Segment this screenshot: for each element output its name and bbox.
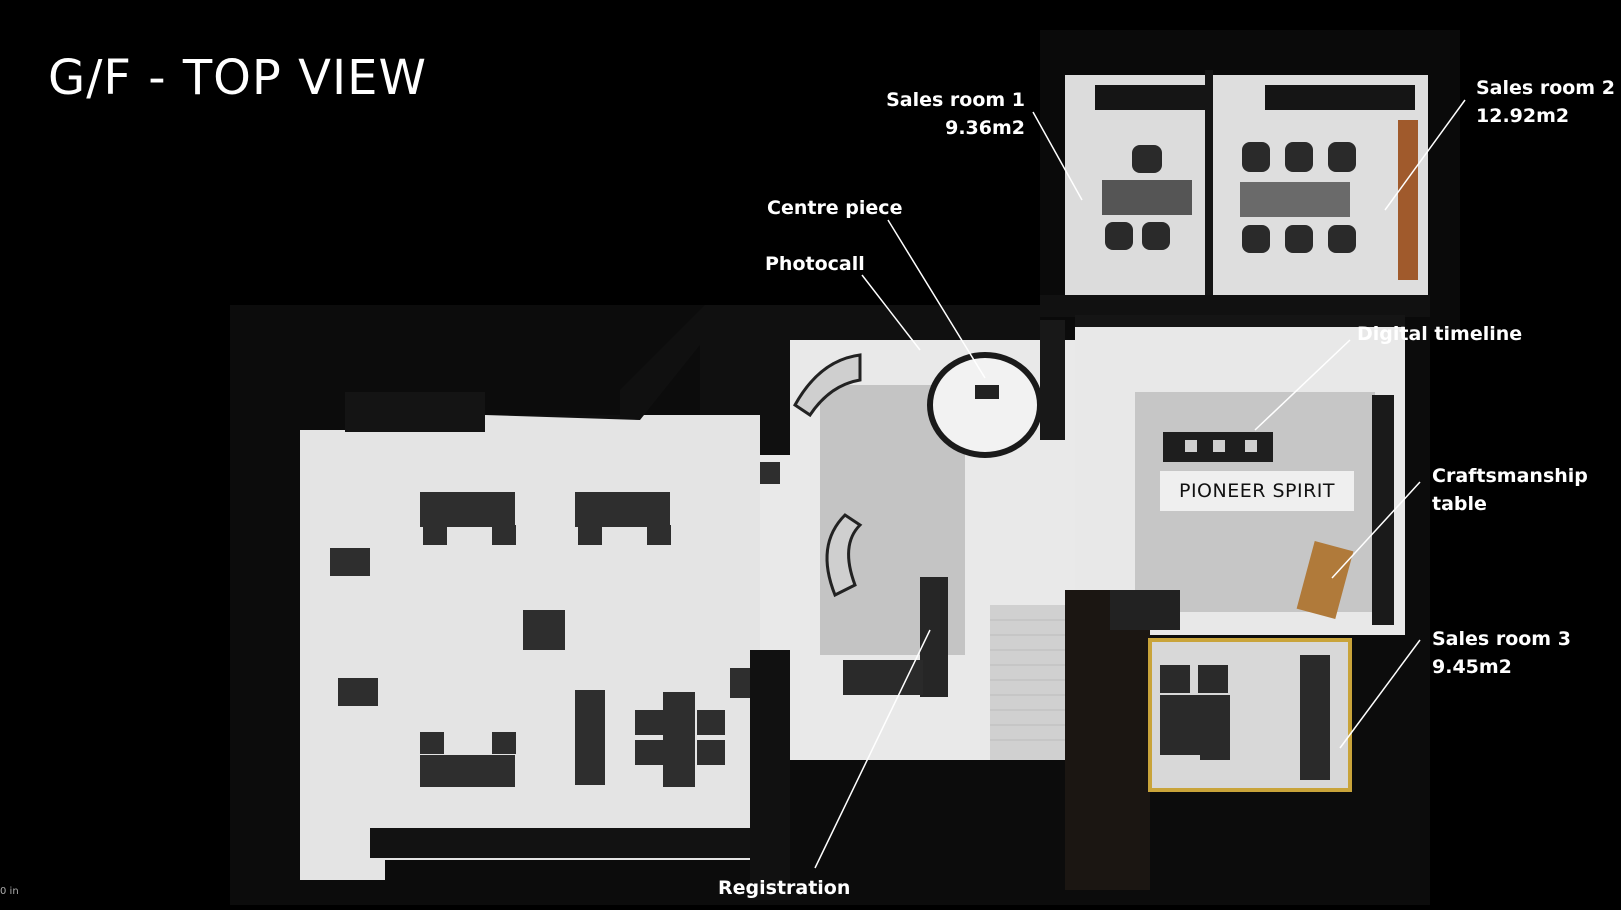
- registration-desk: [920, 577, 948, 697]
- label-sales-room-1: Sales room 1 9.36m2: [880, 86, 1025, 142]
- sales-room-2-display: [1398, 120, 1418, 280]
- wall-right-main: [750, 650, 790, 900]
- curved-bench: [825, 513, 863, 598]
- corner-scale-text: 0 in: [0, 886, 19, 897]
- lower-dark-area: [1065, 590, 1150, 890]
- registration-counter: [843, 660, 923, 695]
- page-title: G/F - TOP VIEW: [48, 50, 427, 106]
- sales-room-3-area: 9.45m2: [1432, 656, 1512, 678]
- craftsmanship-table: [1296, 541, 1354, 619]
- craftsmanship-line-2: table: [1432, 493, 1487, 515]
- sales-room-2-table: [1240, 182, 1350, 217]
- sales-room-1-area: 9.36m2: [945, 117, 1025, 139]
- sales-room-2-cabinet: [1265, 85, 1415, 110]
- craftsmanship-line-1: Craftsmanship: [1432, 465, 1588, 487]
- centre-right-wall: [1040, 320, 1065, 440]
- label-digital-timeline: Digital timeline: [1357, 323, 1523, 345]
- centre-piece-display: [975, 385, 999, 399]
- sales-room-3-name: Sales room 3: [1432, 628, 1571, 650]
- sales-room-1-name: Sales room 1: [886, 89, 1025, 111]
- label-registration: Registration: [718, 877, 851, 899]
- right-hall-top-wall: [1075, 315, 1405, 327]
- label-sales-room-3: Sales room 3 9.45m2: [1432, 625, 1571, 681]
- wall-bottom-main: [370, 828, 750, 858]
- sales-room-2-chairs: [1242, 142, 1356, 253]
- upper-rooms-wall: [1040, 295, 1430, 317]
- photocall-arc: [793, 353, 862, 418]
- stairs: [990, 605, 1065, 760]
- sales-room-3-furniture: [1160, 655, 1330, 780]
- main-hall-furniture: [330, 462, 780, 787]
- sales-room-divider: [1205, 70, 1213, 300]
- centre-piece: [927, 352, 1043, 458]
- timeline-screens: [1185, 440, 1257, 452]
- right-display-wall: [1372, 395, 1394, 625]
- leader-lines: [814, 99, 1466, 869]
- wall-diagonal: [485, 305, 1040, 455]
- label-sales-room-2: Sales room 2 12.92m2: [1476, 74, 1615, 130]
- label-photocall: Photocall: [765, 253, 865, 275]
- sales-room-3-border: [1148, 638, 1352, 792]
- sales-room-1-cabinet: [1095, 85, 1205, 110]
- wall-top-left: [345, 392, 485, 432]
- stair-treads: [990, 619, 1065, 741]
- sales-room-1-chairs: [1105, 145, 1170, 250]
- reception-counter: [1110, 590, 1180, 630]
- sales-room-2-name: Sales room 2: [1476, 77, 1615, 99]
- sales-room-1-table: [1102, 180, 1192, 215]
- sales-room-2-area: 12.92m2: [1476, 105, 1570, 127]
- pioneer-spirit-sign: PIONEER SPIRIT: [1160, 471, 1354, 511]
- label-craftsmanship-table: Craftsmanship table: [1432, 462, 1588, 518]
- label-centre-piece: Centre piece: [767, 197, 903, 219]
